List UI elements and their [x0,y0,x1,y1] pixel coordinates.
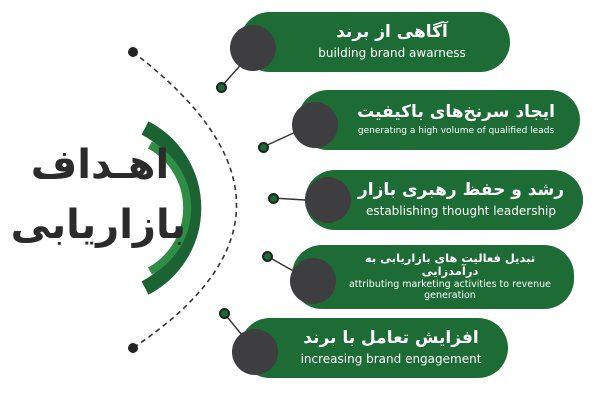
goal-1-fa: آگاهی از برند [336,22,448,43]
outer-green-arc [141,121,202,295]
goal-3-fa: رشد و حفظ رهبری بازار [357,180,565,201]
title-line-1: اهـداف [30,142,170,188]
goal-5-circle [232,329,278,375]
goal-2-fa: ایجاد سرنخ‌های باکیفیت [357,102,555,123]
goal-pill-2: ایجاد سرنخ‌های باکیفیت generating a high… [298,90,580,150]
goal-5-fa: افزایش تعامل با برند [303,328,479,349]
goal-1-circle [230,25,276,71]
goal-3-en: establishing thought leadership [365,203,557,218]
goal-pill-3: رشد و حفظ رهبری بازار establishing thoug… [305,170,583,230]
arc-end-dot [128,343,138,353]
goal-4-arc-dot [262,251,273,262]
goal-1-en: building brand awarness [318,45,466,60]
goal-5-arc-dot [219,308,230,319]
goal-pill-5: افزایش تعامل با برند increasing brand en… [240,318,508,378]
goal-2-en: generating a high volume of qualified le… [357,125,555,136]
inner-green-arc [148,141,192,275]
goal-pill-1: آگاهی از برند building brand awarness [240,12,510,72]
goal-5-en: increasing brand engagement [300,351,482,366]
arc-start-dot [128,47,138,57]
goal-3-circle [305,177,351,223]
goal-1-arc-dot [216,82,227,93]
dashed-arc [132,51,238,349]
goal-2-arc-dot [258,142,269,153]
goal-4-en: attributing marketing activities to reve… [348,279,552,302]
goal-2-circle [292,102,338,148]
goal-pill-4: تبدیل فعالیت های بازاریابی به درآمدزایی … [292,245,574,309]
goal-3-arc-dot [268,193,279,204]
title-line-2: بازاریابی [10,202,186,248]
goal-4-fa: تبدیل فعالیت های بازاریابی به درآمدزایی [364,250,536,279]
goal-4-circle [290,258,336,304]
